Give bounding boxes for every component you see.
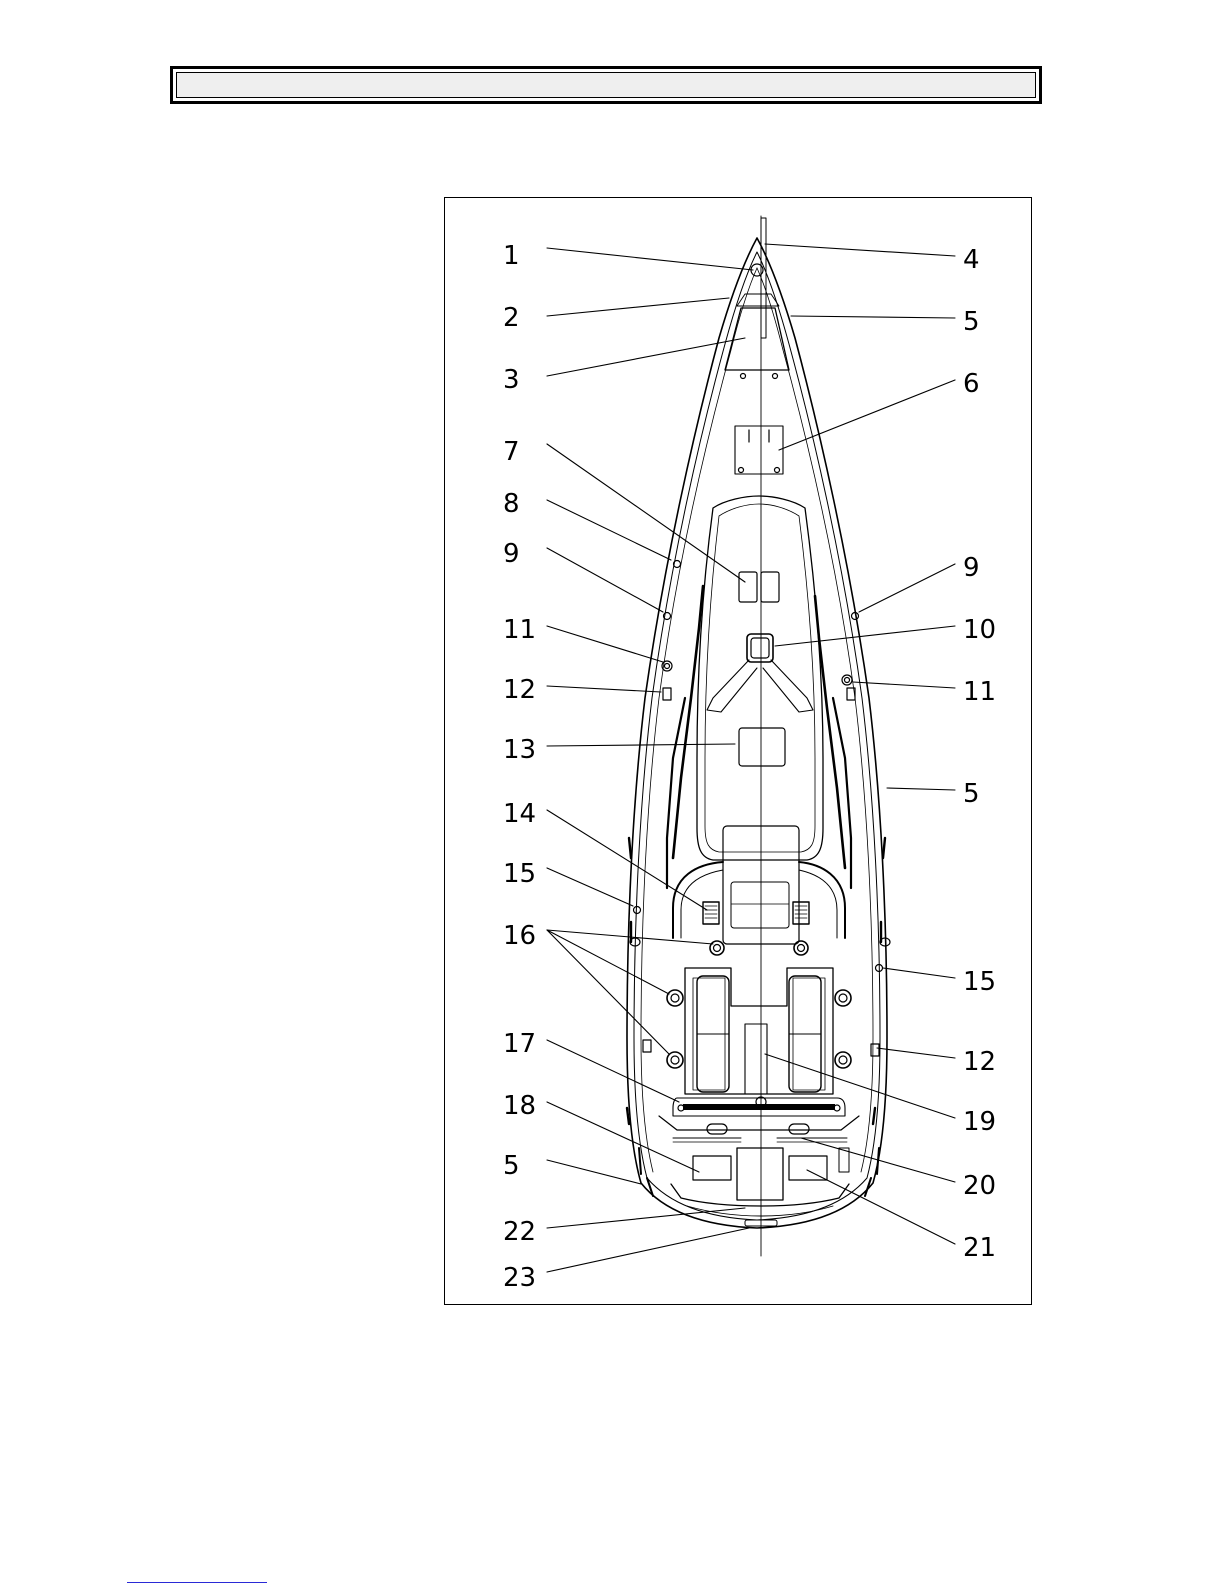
main-hatch (739, 728, 785, 766)
callout-2: 2 (503, 303, 520, 333)
rudder-stock-cover (707, 1124, 727, 1134)
callout-4: 4 (963, 245, 980, 275)
callout-9: 9 (503, 539, 520, 569)
coachroof-outline (697, 496, 823, 860)
winch-16-port-low (667, 1052, 683, 1068)
transom (671, 1184, 849, 1206)
winch-16-stbd-upper (794, 941, 808, 955)
winch-16-stbd-mid (835, 990, 851, 1006)
genoa-track-port (673, 586, 703, 858)
callout-22: 22 (503, 1217, 536, 1247)
callout-10: 10 (963, 615, 996, 645)
callout-21: 21 (963, 1233, 996, 1263)
clutch-12-port-aft (643, 1040, 651, 1052)
sheet-stopper-port (703, 902, 719, 924)
sheet-stopper-stbd (793, 902, 809, 924)
callout-labels-left: 1 2 3 7 8 9 11 12 13 14 15 16 17 18 5 22… (503, 241, 536, 1293)
callout-20: 20 (963, 1171, 996, 1201)
anchor-locker-hatch (725, 308, 789, 370)
callout-12-right: 12 (963, 1047, 996, 1077)
clutch-12-stbd-aft (871, 1044, 879, 1056)
footer-link-underline (127, 1582, 267, 1583)
coachroof-hatch-port (739, 572, 757, 602)
callout-11-right: 11 (963, 677, 996, 707)
deck-layout-diagram: 1 2 3 7 8 9 11 12 13 14 15 16 17 18 5 22… (444, 197, 1032, 1305)
callout-23: 23 (503, 1263, 536, 1293)
callout-14: 14 (503, 799, 536, 829)
header-frame (170, 66, 1042, 104)
leader-lines (547, 244, 955, 1272)
callout-1: 1 (503, 241, 520, 271)
deck-fitting-8 (674, 561, 681, 568)
foredeck-hatch (735, 426, 783, 474)
cockpit-outline (685, 968, 833, 1094)
cockpit-table (745, 1024, 767, 1094)
deck-plan-drawing: 1 2 3 7 8 9 11 12 13 14 15 16 17 18 5 22… (445, 198, 1033, 1306)
callout-15-right: 15 (963, 967, 996, 997)
callout-labels-right: 4 5 6 9 10 11 5 15 12 19 20 21 (963, 245, 996, 1263)
bow-sprit-track (761, 218, 766, 338)
aft-deck (659, 1116, 859, 1130)
hull-toerail (634, 252, 880, 1220)
coachroof-hatch-stbd (761, 572, 779, 602)
hull-outline (627, 238, 887, 1228)
callout-11: 11 (503, 615, 536, 645)
winch-16-port-upper (710, 941, 724, 955)
lazarette-hatch-port (693, 1156, 731, 1180)
header-title-bar (176, 72, 1036, 98)
callout-8: 8 (503, 489, 520, 519)
callout-6: 6 (963, 369, 980, 399)
winch-11-stbd (842, 675, 852, 685)
callout-5-mid: 5 (963, 779, 980, 809)
lazarette-hatch-stbd (789, 1156, 827, 1180)
callout-17: 17 (503, 1029, 536, 1059)
callout-5-bow: 5 (963, 307, 980, 337)
callout-12: 12 (503, 675, 536, 705)
callout-13: 13 (503, 735, 536, 765)
deck-fitting-15-port (634, 907, 641, 914)
callout-16: 16 (503, 921, 536, 951)
clutch-12-port-fwd (663, 688, 671, 700)
callout-3: 3 (503, 365, 520, 395)
callout-7: 7 (503, 437, 520, 467)
callout-5-left: 5 (503, 1151, 520, 1181)
winch-16-stbd-low (835, 1052, 851, 1068)
winch-16-port-mid (667, 990, 683, 1006)
liferaft-locker (737, 1148, 783, 1200)
callout-15: 15 (503, 859, 536, 889)
callout-19: 19 (963, 1107, 996, 1137)
callout-18: 18 (503, 1091, 536, 1121)
callout-9-right: 9 (963, 553, 980, 583)
deck-edge-line (641, 268, 757, 1172)
